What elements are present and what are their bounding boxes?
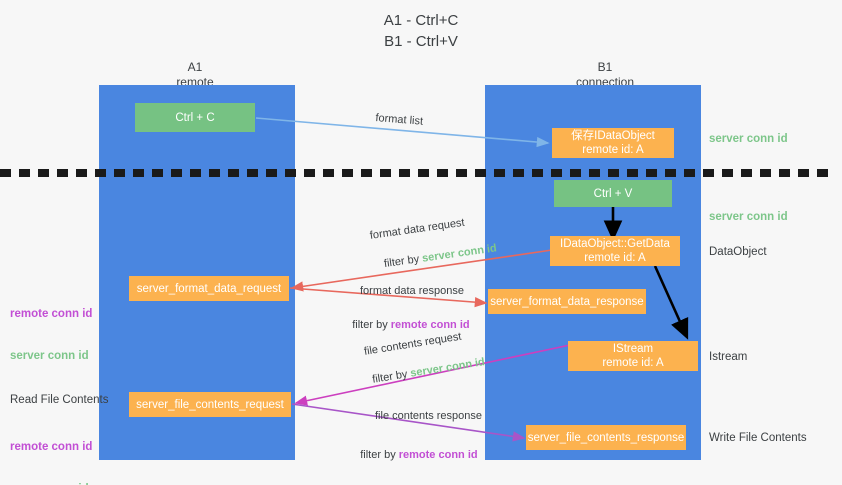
node-istream-label: IStream remote id: A [602, 343, 664, 369]
edge-label-fdres-filter-value: remote conn id [390, 319, 470, 331]
node-istream[interactable]: IStream remote id: A [568, 341, 698, 371]
node-server-file-contents-response-label: server_file_contents_response [527, 431, 685, 444]
edge-label-fcreq-filter-prefix: filter by [371, 367, 412, 386]
label-dataobject: DataObject [709, 246, 767, 258]
label-server-conn-id-upper: server conn id [10, 350, 89, 362]
edge-label-format-list: format list [374, 111, 424, 128]
node-ctrl-c[interactable]: Ctrl + C [135, 103, 255, 132]
edge-label-file-contents-response: file contents response [375, 410, 483, 422]
node-server-format-data-response[interactable]: server_format_data_response [488, 289, 646, 314]
label-server-conn-id-mid: server conn id [709, 211, 788, 223]
label-remote-conn-id-upper: remote conn id [10, 308, 93, 320]
node-server-file-contents-request[interactable]: server_file_contents_request [129, 392, 291, 417]
node-ctrl-v-label: Ctrl + V [593, 187, 633, 200]
edge-label-fcres-filter-prefix: filter by [360, 449, 399, 461]
node-idataobject-getdata-label: IDataObject::GetData remote id: A [560, 238, 670, 264]
edge-label-fdreq-filter-value: server conn id [421, 242, 498, 265]
node-save-idataobject-label: 保存IDataObject remote id: A [571, 130, 655, 156]
label-istream: Istream [709, 351, 748, 363]
label-conn-ids-lower: remote conn id server conn id [10, 412, 92, 485]
edge-label-format-data-response-filter: filter by remote conn id [340, 304, 470, 346]
node-server-format-data-request[interactable]: server_format_data_request [129, 276, 289, 301]
edge-label-fdreq-filter-prefix: filter by [383, 252, 424, 271]
node-ctrl-v[interactable]: Ctrl + V [554, 180, 672, 207]
node-idataobject-getdata[interactable]: IDataObject::GetData remote id: A [550, 236, 680, 266]
node-server-format-data-request-label: server_format_data_request [136, 282, 282, 295]
node-server-file-contents-request-label: server_file_contents_request [136, 398, 284, 411]
node-ctrl-c-label: Ctrl + C [175, 111, 215, 124]
label-read-file-contents: Read File Contents [10, 394, 109, 406]
edge-label-fcreq-filter-value: server conn id [409, 356, 486, 380]
node-save-idataobject[interactable]: 保存IDataObject remote id: A [552, 128, 674, 158]
page-title: A1 - Ctrl+C B1 - Ctrl+V [383, 12, 459, 50]
label-server-conn-id-lower: server conn id [10, 482, 92, 485]
edge-label-fcres-filter-value: remote conn id [398, 449, 478, 461]
label-write-file-contents: Write File Contents [709, 432, 807, 444]
label-conn-ids-upper: remote conn id server conn id [10, 279, 92, 391]
edge-label-format-data-response: format data response [360, 285, 464, 297]
label-server-conn-id-top: server conn id [709, 133, 788, 145]
edge-label-file-contents-response-filter: filter by remote conn id [348, 434, 478, 476]
node-server-format-data-response-label: server_format_data_response [490, 295, 644, 308]
node-server-file-contents-response[interactable]: server_file_contents_response [526, 425, 686, 450]
edge-label-fdres-filter-prefix: filter by [352, 319, 391, 331]
label-remote-conn-id-lower: remote conn id [10, 441, 93, 453]
